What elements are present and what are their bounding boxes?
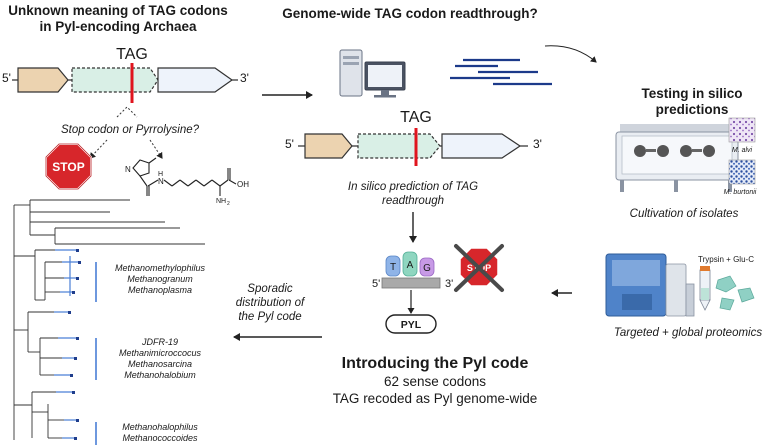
anaerobic-chamber-icon (615, 124, 739, 192)
prediction-caption-line2: readthrough (382, 195, 444, 207)
branch-arrows (89, 139, 163, 159)
crossed-stop-icon: STOP (454, 244, 504, 292)
tree-tip-markers (68, 249, 81, 440)
sequence-reads-icon (450, 58, 552, 86)
prediction-caption-line1: In silico prediction of TAG (348, 181, 478, 193)
pyl-atom-oh: OH (237, 180, 249, 189)
taxon-methanogranum: Methanogranum (127, 274, 193, 284)
protein-fragments-icon (715, 275, 755, 311)
distribution-line3: the Pyl code (238, 311, 301, 323)
m-burtonii-micrograph (728, 159, 756, 185)
trna-three-prime: 3' (445, 278, 453, 290)
heading-unknown-line2: in Pyl-encoding Archaea (39, 19, 197, 34)
trna-five-prime: 5' (372, 278, 380, 290)
m-burtonii-label: M. burtonii (724, 189, 757, 196)
distribution-line2: distribution of (236, 297, 306, 309)
enzymes-label: Trypsin + Glu-C (698, 255, 754, 264)
phylogenetic-tree (13, 199, 205, 440)
taxon-methanosarcina: Methanosarcina (128, 359, 192, 369)
digest-tube-icon (699, 266, 711, 311)
five-prime-top: 5' (2, 71, 11, 85)
tag-label-mid: TAG (400, 109, 432, 126)
pyl-code-line1: 62 sense codons (384, 374, 486, 389)
pyl-atom-nh2-subscript: 2 (227, 201, 230, 207)
pyl-atom-nh2: NH (216, 198, 226, 205)
taxon-methanimicroccocus: Methanimicroccocus (119, 348, 202, 358)
computer-icon (339, 49, 406, 98)
heading-introducing: Introducing the Pyl code (342, 355, 529, 372)
pyl-atom-n-ring: N (125, 165, 131, 174)
taxon-methanohalobium: Methanohalobium (124, 370, 196, 380)
mass-spectrometer-icon (605, 253, 695, 317)
question-connector (116, 106, 138, 118)
stop-sign-text: STOP (52, 160, 84, 174)
pyrrolysine-structure-icon (132, 157, 237, 196)
three-prime-top: 3' (240, 71, 249, 85)
stop-or-pyl-question: Stop codon or Pyrrolysine? (61, 124, 200, 136)
proteomics-caption: Targeted + global proteomics (614, 327, 762, 339)
three-prime-mid: 3' (533, 137, 542, 151)
codon-t: T (390, 262, 396, 273)
m-alvi-micrograph (728, 117, 756, 143)
pyl-pill-label: PYL (401, 319, 422, 331)
five-prime-mid: 5' (285, 137, 294, 151)
heading-testing-line2: predictions (656, 102, 729, 117)
taxon-methanohalophilus: Methanohalophilus (122, 422, 198, 432)
trna-complex (381, 251, 441, 314)
pyl-atom-n: N (158, 177, 164, 186)
pyl-clade-highlights (54, 249, 97, 445)
pyl-pill (385, 314, 437, 334)
heading-unknown-line1: Unknown meaning of TAG codons (8, 3, 228, 18)
pyl-atom-nh: H (158, 171, 163, 178)
pyl-code-line2: TAG recoded as Pyl genome-wide (333, 391, 538, 406)
tag-label-top: TAG (116, 46, 148, 63)
taxon-methanoplasma: Methanoplasma (128, 285, 192, 295)
gene-diagram-mid (298, 128, 528, 166)
stop-sign-icon: STOP (45, 143, 92, 190)
m-alvi-label: M. alvi (732, 147, 753, 154)
heading-testing-line1: Testing in silico (641, 86, 742, 101)
distribution-line1: Sporadic (247, 283, 293, 295)
heading-genome-wide: Genome-wide TAG codon readthrough? (282, 6, 538, 21)
taxon-methanomethylophilus: Methanomethylophilus (115, 263, 206, 273)
taxon-methanococcoides: Methanococcoides (122, 433, 198, 443)
taxon-jdfr-19: JDFR-19 (141, 337, 178, 347)
codon-g: G (423, 263, 431, 274)
curved-arrow-to-testing (544, 45, 597, 63)
isolates-caption: Cultivation of isolates (630, 208, 739, 220)
gene-diagram-top (12, 63, 238, 103)
codon-a: A (407, 260, 414, 271)
